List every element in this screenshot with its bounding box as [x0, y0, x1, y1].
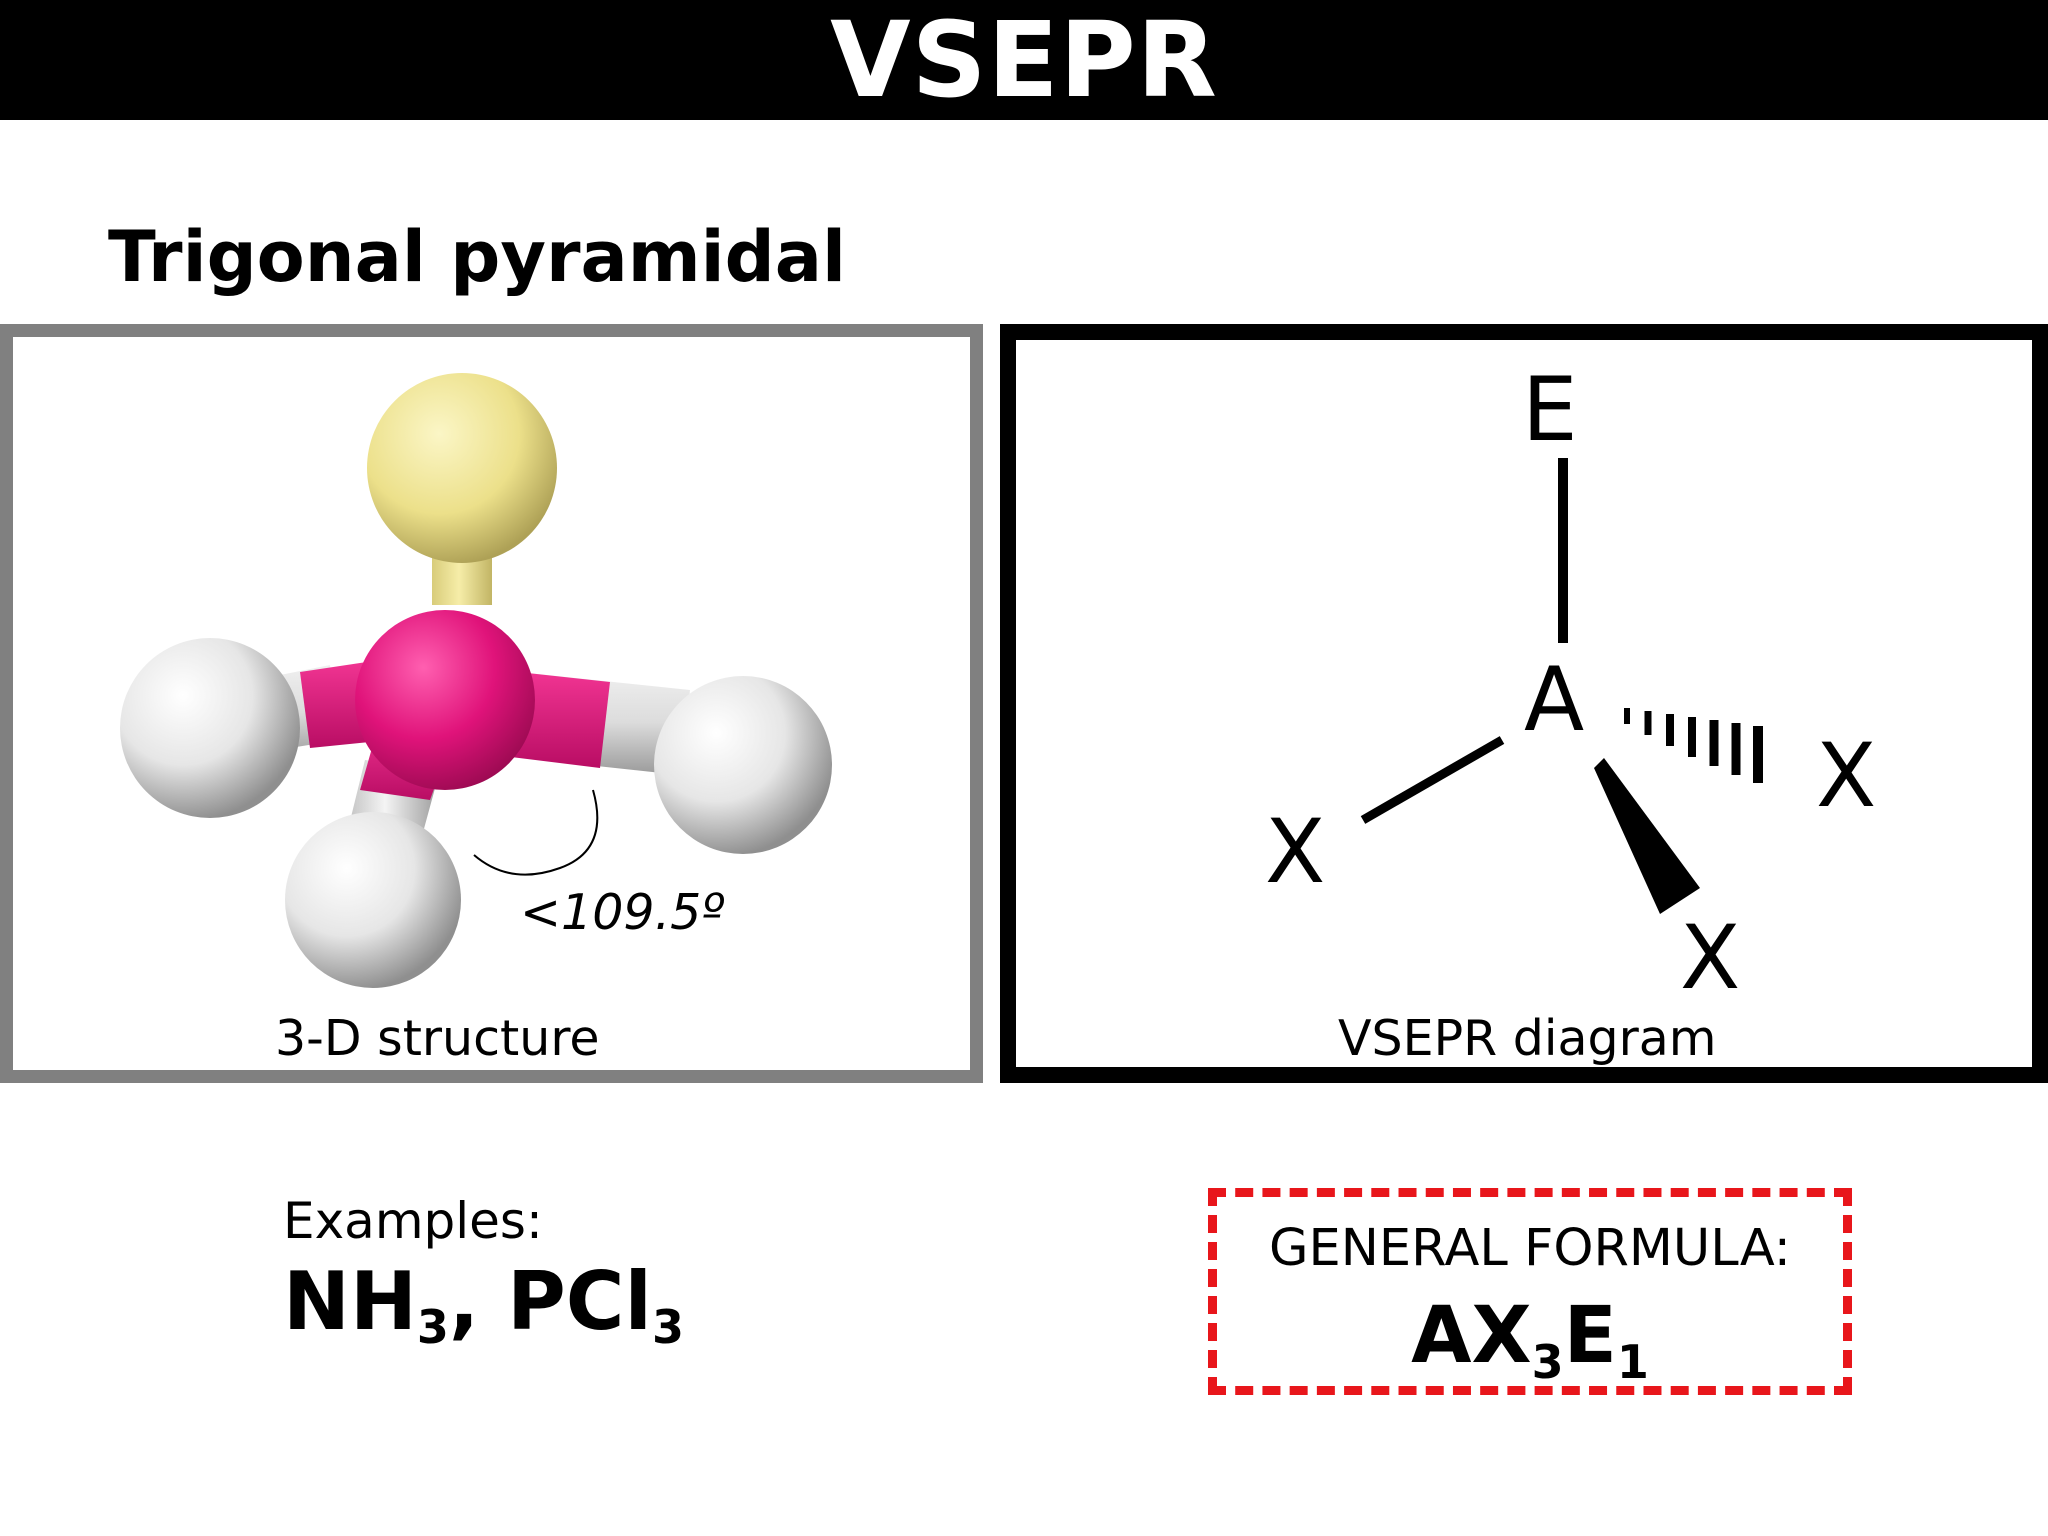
examples-formulas: NH3, PCl3	[283, 1255, 684, 1354]
label-substituent-left: X	[1265, 800, 1326, 903]
substituent-sphere-right	[654, 676, 832, 854]
lone-pair-sphere	[367, 373, 557, 563]
example-formula-2: PCl	[507, 1255, 652, 1348]
caption-3d-structure: 3-D structure	[275, 1010, 600, 1067]
general-formula-value: AX3E1	[1411, 1291, 1649, 1389]
caption-vsepr-diagram: VSEPR diagram	[1338, 1010, 1717, 1067]
general-formula-label: GENERAL FORMULA:	[1268, 1219, 1791, 1278]
examples-label: Examples:	[283, 1192, 543, 1250]
page-title: VSEPR	[830, 0, 1218, 121]
bond-line-left	[1360, 736, 1505, 824]
label-substituent-front: X	[1680, 906, 1741, 1009]
title-bar: VSEPR	[0, 0, 2048, 120]
solid-wedge-bond	[1594, 758, 1700, 914]
general-formula-box: GENERAL FORMULA: AX3E1	[1208, 1188, 1852, 1395]
label-substituent-right: X	[1816, 724, 1877, 827]
example-separator: ,	[448, 1255, 508, 1348]
label-central-a: A	[1524, 648, 1585, 751]
geometry-name: Trigonal pyramidal	[108, 216, 846, 298]
bond-angle-label: <109.5º	[520, 884, 725, 941]
substituent-sphere-front	[285, 812, 461, 988]
substituent-sphere-left	[120, 638, 300, 818]
panel-vsepr-diagram	[1000, 324, 2048, 1083]
bond-angle-arc	[473, 789, 599, 876]
label-lone-pair-e: E	[1522, 358, 1578, 461]
central-atom-sphere	[355, 610, 535, 790]
example-formula-1: NH	[283, 1255, 417, 1348]
hashed-wedge-bond	[1624, 708, 1763, 783]
